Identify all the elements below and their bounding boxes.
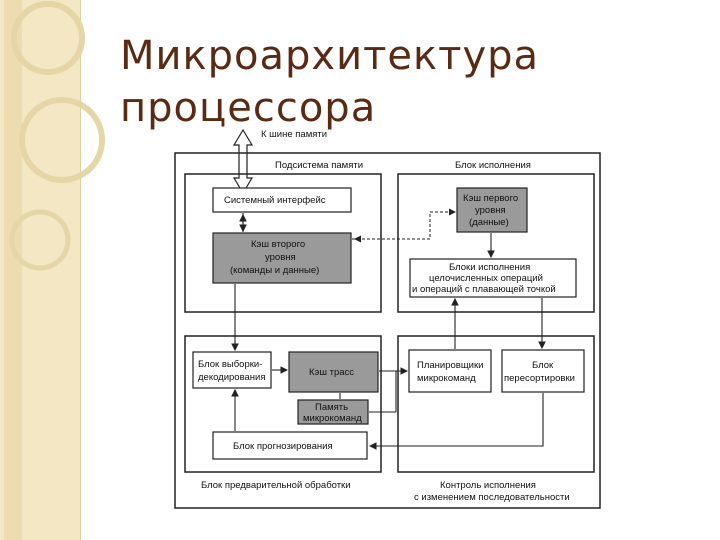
- fetch-decode-label-2: декодирования: [198, 372, 266, 383]
- l2-cache-label-1: Кэш второго: [251, 239, 305, 250]
- ooo-control-label-2: с изменением последовательности: [414, 492, 570, 503]
- l2-cache-label-2: уровня: [265, 252, 296, 263]
- exec-units-label-3: и операций с плавающей точкой: [412, 284, 556, 295]
- memory-bus-label: К шине памяти: [261, 129, 327, 140]
- frontend-label: Блок предварительной обработки: [201, 480, 351, 491]
- ooo-control-label-1: Контроль исполнения: [440, 480, 536, 491]
- exec-units-label-2: целочисленных операций: [429, 273, 543, 284]
- l2-cache-label-3: (команды и данные): [230, 265, 319, 276]
- fetch-decode-label-1: Блок выборки-: [198, 359, 262, 370]
- l1-cache-label-3: (данные): [469, 217, 509, 228]
- branch-predictor-label: Блок прогнозирования: [233, 441, 333, 452]
- reorder-box: [502, 350, 584, 392]
- memory-bus-arrow: [234, 130, 252, 193]
- l1-cache-label-2: уровня: [475, 205, 506, 216]
- microcode-rom-label-2: микрокоманд: [303, 413, 362, 424]
- schedulers-label-1: Планировщики: [417, 360, 483, 371]
- trace-cache-label: Кэш трасс: [309, 367, 354, 378]
- schedulers-label-2: микрокоманд: [417, 373, 476, 384]
- schedulers-box: [409, 350, 491, 392]
- l1-cache-label-1: Кэш первого: [463, 193, 518, 204]
- execution-unit-label: Блок исполнения: [455, 160, 531, 171]
- reorder-label-2: пересортировки: [504, 373, 575, 384]
- microcode-rom-label-1: Память: [315, 402, 348, 413]
- system-interface-label: Системный интерфейс: [224, 195, 326, 206]
- exec-units-label-1: Блоки исполнения: [449, 262, 530, 273]
- reorder-label-1: Блок: [532, 360, 554, 371]
- memory-subsystem-label: Подсистема памяти: [275, 160, 363, 171]
